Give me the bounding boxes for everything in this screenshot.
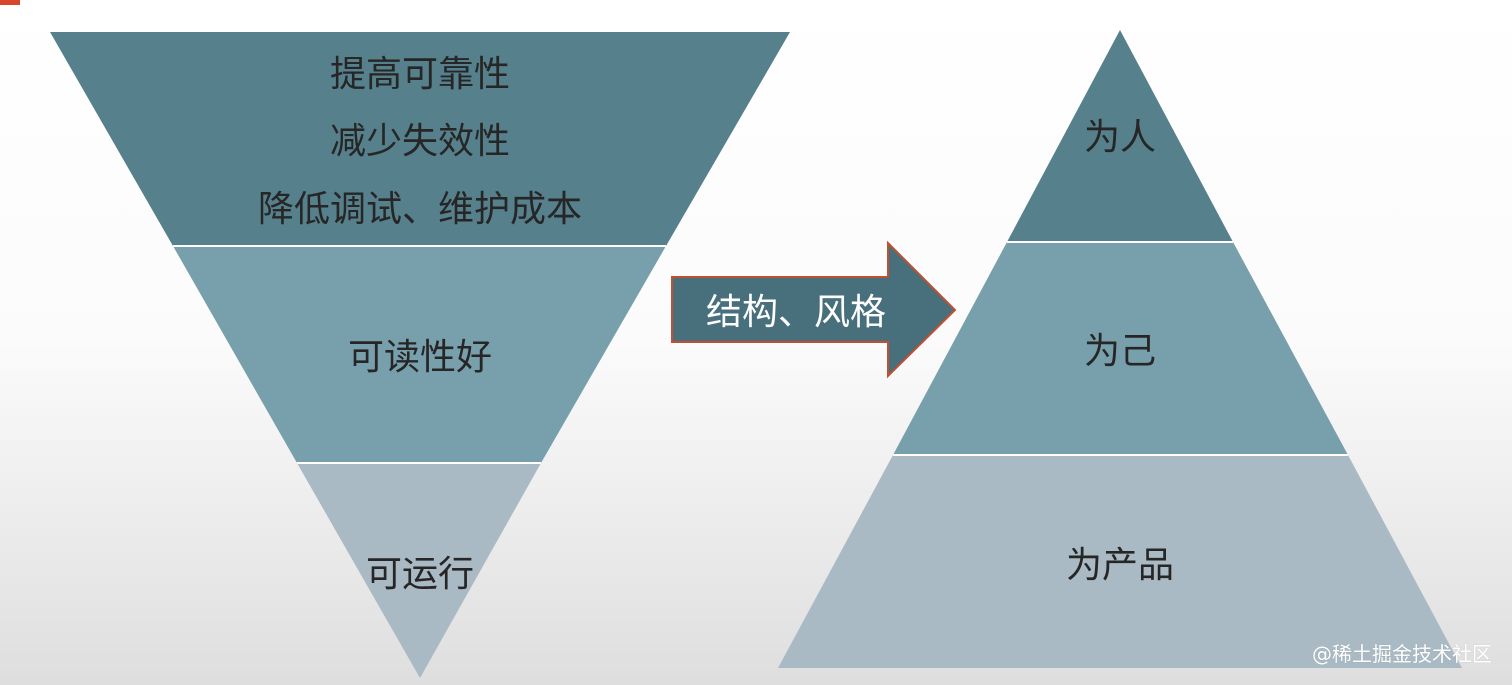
funnel-bottom-label: 可运行: [366, 554, 474, 595]
funnel-top-line-2: 减少失效性: [330, 121, 510, 162]
pyramid-tier-middle: [893, 242, 1348, 455]
pyramid-middle-label: 为己: [1084, 331, 1156, 372]
funnel-tier-middle: [173, 246, 666, 463]
funnel-tier-top: [50, 32, 790, 246]
pyramid-bottom-label: 为产品: [1066, 545, 1174, 586]
pyramid-tier-top: [1007, 30, 1233, 242]
watermark: @稀土掘金技术社区: [1312, 642, 1492, 666]
arrow-shape: [671, 240, 957, 379]
funnel-tier-bottom: [297, 463, 541, 678]
pyramid-tier-bottom: [778, 455, 1462, 668]
funnel-middle-label: 可读性好: [348, 337, 492, 378]
funnel-top-line-3: 降低调试、维护成本: [258, 189, 582, 230]
funnel: 提高可靠性 减少失效性 降低调试、维护成本 可读性好 可运行: [50, 32, 790, 678]
corner-accent: [0, 0, 20, 5]
funnel-top-line-1: 提高可靠性: [330, 54, 510, 95]
arrow-label: 结构、风格: [706, 292, 886, 333]
pyramid-top-label: 为人: [1084, 117, 1156, 158]
arrow: 结构、风格: [671, 240, 957, 379]
pyramid: 为人 为己 为产品: [778, 30, 1462, 668]
